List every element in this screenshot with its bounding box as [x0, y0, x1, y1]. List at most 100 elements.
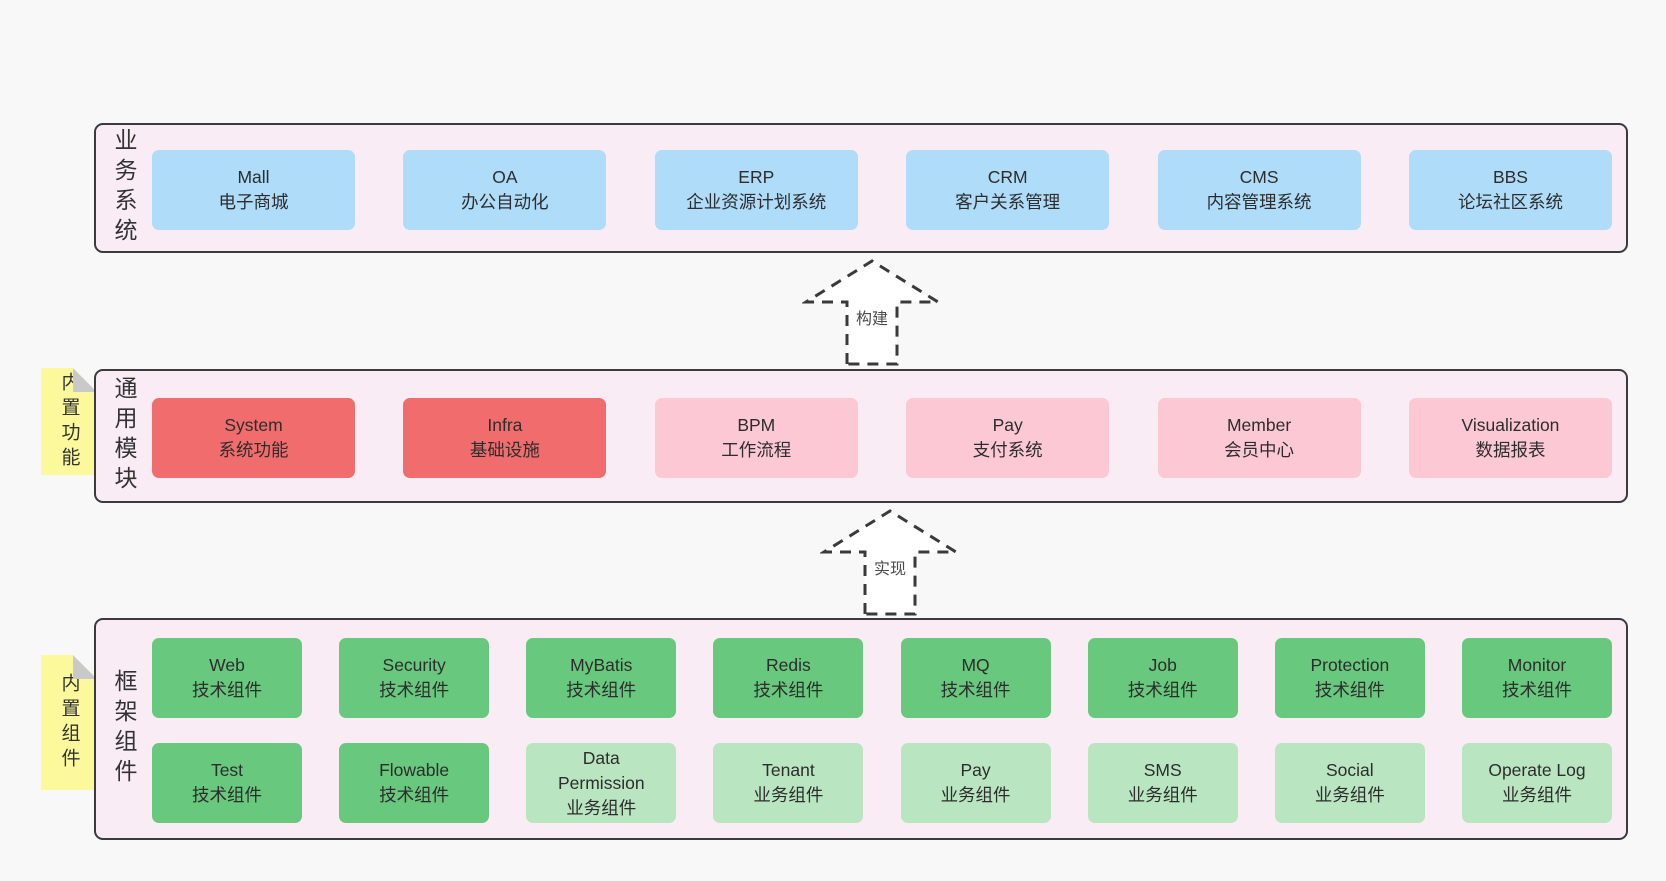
node-title: BPM [737, 415, 776, 435]
node-subtitle: 业务组件 [566, 797, 637, 818]
node-title: Member [1226, 415, 1292, 435]
node-title: Mall [237, 167, 270, 187]
node-tenant: Tenant 业务组件 [713, 743, 864, 823]
node-title: OA [492, 167, 518, 187]
node-title: Pay [960, 760, 991, 780]
node-subtitle: 业务组件 [940, 785, 1011, 805]
node-subtitle: 业务组件 [753, 785, 824, 805]
node-infra: Infra 基础设施 [403, 398, 607, 478]
node-title: Flowable [379, 760, 450, 780]
framework-components-row-1: Web 技术组件 Security 技术组件 MyBatis 技术组件 Redi… [152, 638, 1612, 718]
node-title: Job [1148, 655, 1177, 675]
node-member: Member 会员中心 [1157, 398, 1361, 478]
node-protection: Protection 技术组件 [1274, 638, 1425, 718]
node-operate-log: Operate Log 业务组件 [1461, 743, 1612, 823]
node-subtitle: 工作流程 [721, 440, 792, 460]
sticky-label: 内置功能 [58, 371, 80, 472]
node-social: Social 业务组件 [1274, 743, 1425, 823]
node-title: Tenant [762, 760, 815, 780]
node-title: Test [210, 760, 244, 780]
node-erp: ERP 企业资源计划系统 [654, 150, 858, 230]
business-systems-row: Mall 电子商城 OA 办公自动化 ERP 企业资源计划系统 CRM 客户关系… [152, 150, 1612, 230]
node-crm: CRM 客户关系管理 [906, 150, 1110, 230]
node-subtitle: 业务组件 [1501, 785, 1572, 805]
node-title: Security [382, 655, 446, 675]
node-subtitle: 基础设施 [469, 440, 540, 460]
node-title: Data Permission [558, 747, 645, 793]
node-title: SMS [1143, 760, 1182, 780]
node-subtitle: 客户关系管理 [955, 192, 1061, 212]
node-subtitle: 技术组件 [379, 785, 450, 805]
node-subtitle: 技术组件 [1314, 680, 1385, 700]
node-subtitle: 技术组件 [1127, 680, 1198, 700]
node-title: CRM [987, 167, 1028, 187]
node-monitor: Monitor 技术组件 [1461, 638, 1612, 718]
node-subtitle: 技术组件 [1501, 680, 1572, 700]
node-mall: Mall 电子商城 [152, 150, 355, 230]
node-subtitle: 技术组件 [192, 785, 262, 805]
node-title: Protection [1310, 655, 1390, 675]
node-mybatis: MyBatis 技术组件 [526, 638, 677, 718]
node-title: MyBatis [570, 655, 633, 675]
node-title: Pay [992, 415, 1023, 435]
arrow-up-implement-icon: 实现 [820, 509, 960, 616]
sticky-label: 内置组件 [58, 672, 80, 773]
node-subtitle: 企业资源计划系统 [686, 192, 827, 212]
node-redis: Redis 技术组件 [713, 638, 864, 718]
band-label-framework-components: 框架组件 [111, 669, 137, 789]
node-title: MQ [961, 655, 990, 675]
node-title: Web [209, 655, 245, 675]
node-subtitle: 内容管理系统 [1206, 192, 1312, 212]
node-test: Test 技术组件 [152, 743, 302, 823]
node-subtitle: 技术组件 [566, 680, 637, 700]
node-subtitle: 技术组件 [379, 680, 450, 700]
node-subtitle: 技术组件 [940, 680, 1011, 700]
node-flowable: Flowable 技术组件 [339, 743, 490, 823]
node-title: Visualization [1461, 415, 1560, 435]
node-subtitle: 系统功能 [218, 440, 289, 460]
arrow-label-build: 构建 [856, 310, 888, 328]
common-modules-row: System 系统功能 Infra 基础设施 BPM 工作流程 Pay 支付系统… [152, 398, 1612, 478]
node-sms: SMS 业务组件 [1087, 743, 1238, 823]
node-web: Web 技术组件 [152, 638, 302, 718]
node-title: Redis [766, 655, 811, 675]
node-subtitle: 办公自动化 [461, 192, 549, 212]
band-business-systems: 业务系统 Mall 电子商城 OA 办公自动化 ERP 企业资源计划系统 CRM… [94, 123, 1628, 253]
node-title: Monitor [1507, 655, 1567, 675]
node-subtitle: 会员中心 [1224, 440, 1295, 460]
node-mq: MQ 技术组件 [900, 638, 1051, 718]
node-subtitle: 技术组件 [753, 680, 824, 700]
node-subtitle: 业务组件 [1314, 785, 1385, 805]
node-title: Social [1326, 760, 1374, 780]
node-oa: OA 办公自动化 [403, 150, 607, 230]
band-framework-components: 框架组件 Web 技术组件 Security 技术组件 MyBatis 技术组件… [94, 618, 1628, 840]
sticky-built-in-features: 内置功能 [41, 368, 97, 475]
node-subtitle: 电子商城 [218, 192, 289, 212]
band-label-business-systems: 业务系统 [111, 128, 137, 248]
node-bbs: BBS 论坛社区系统 [1408, 150, 1612, 230]
node-security: Security 技术组件 [339, 638, 490, 718]
sticky-built-in-components: 内置组件 [41, 655, 97, 790]
node-bpm: BPM 工作流程 [654, 398, 858, 478]
node-title: ERP [738, 167, 775, 187]
band-label-common-modules: 通用模块 [111, 376, 137, 496]
framework-components-row-2: Test 技术组件 Flowable 技术组件 Data Permission … [152, 743, 1612, 823]
node-subtitle: 业务组件 [1127, 785, 1198, 805]
node-subtitle: 数据报表 [1475, 440, 1546, 460]
node-system: System 系统功能 [152, 398, 355, 478]
node-cms: CMS 内容管理系统 [1157, 150, 1361, 230]
arrow-label-implement: 实现 [874, 560, 906, 578]
band-common-modules: 通用模块 System 系统功能 Infra 基础设施 BPM 工作流程 Pay… [94, 369, 1628, 503]
node-title: BBS [1492, 167, 1528, 187]
node-data-permission: Data Permission 业务组件 [526, 743, 677, 823]
node-job: Job 技术组件 [1087, 638, 1238, 718]
node-subtitle: 论坛社区系统 [1457, 192, 1563, 212]
node-visualization: Visualization 数据报表 [1408, 398, 1612, 478]
node-title: CMS [1239, 167, 1279, 187]
node-pay-system: Pay 支付系统 [906, 398, 1110, 478]
node-subtitle: 技术组件 [192, 680, 262, 700]
node-title: Operate Log [1488, 760, 1586, 780]
node-title: Infra [487, 415, 523, 435]
node-subtitle: 支付系统 [972, 440, 1043, 460]
node-title: System [224, 415, 283, 435]
